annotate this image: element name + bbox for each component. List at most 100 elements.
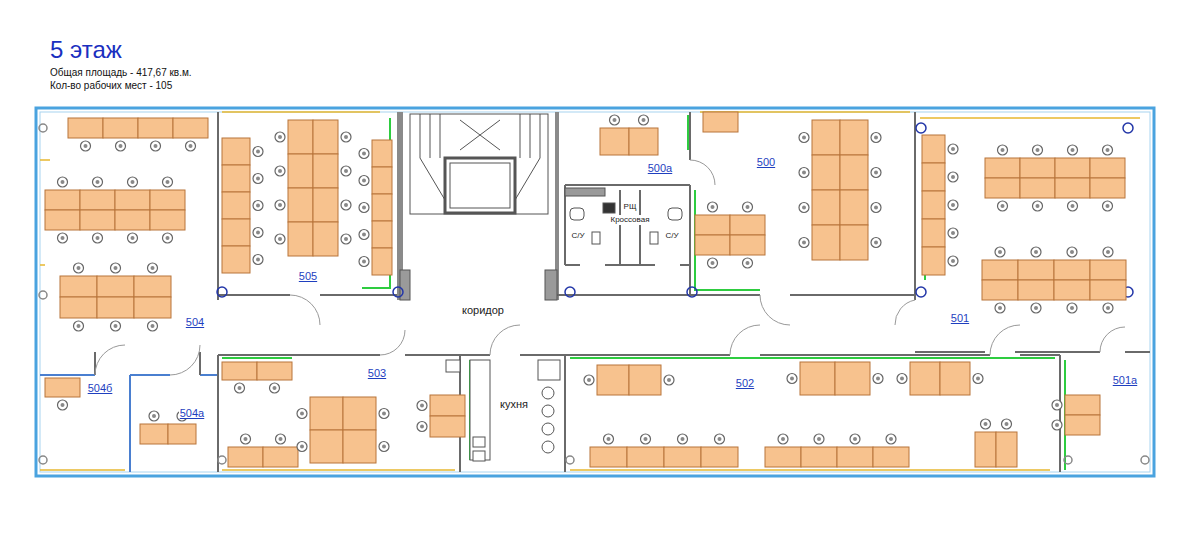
chair bbox=[341, 200, 351, 210]
chair bbox=[241, 434, 251, 444]
room-number: 501а bbox=[1112, 374, 1138, 387]
chair-seat bbox=[359, 257, 369, 267]
chair-seat bbox=[871, 238, 881, 248]
chair bbox=[275, 234, 285, 244]
chair-seat bbox=[417, 422, 427, 432]
desk bbox=[590, 447, 627, 467]
chair bbox=[743, 258, 753, 268]
chair-seat bbox=[708, 258, 718, 268]
desk bbox=[222, 246, 250, 273]
desk bbox=[430, 395, 465, 416]
desk bbox=[975, 432, 996, 467]
desk bbox=[695, 215, 730, 235]
chair-seat bbox=[253, 147, 263, 157]
chair-seat bbox=[799, 238, 809, 248]
chair-seat bbox=[1031, 303, 1041, 313]
chair-hub bbox=[166, 236, 170, 240]
cabinet bbox=[538, 360, 560, 380]
chair-seat bbox=[111, 263, 121, 273]
wall bbox=[218, 354, 1060, 356]
chair-seat bbox=[948, 256, 958, 266]
chair bbox=[998, 145, 1008, 155]
chair-seat bbox=[1031, 247, 1041, 257]
chair-hub bbox=[951, 175, 955, 179]
desk bbox=[97, 297, 134, 318]
chair bbox=[253, 201, 263, 211]
desk bbox=[840, 190, 868, 225]
desk bbox=[263, 447, 298, 467]
counter bbox=[470, 360, 490, 460]
chair-seat bbox=[186, 141, 196, 151]
chair-hub bbox=[77, 324, 81, 328]
chair bbox=[1052, 420, 1062, 430]
chair-hub bbox=[151, 266, 155, 270]
desk bbox=[910, 362, 940, 395]
desk bbox=[812, 120, 840, 155]
desk bbox=[313, 120, 338, 154]
wall bbox=[217, 112, 219, 300]
chair-seat bbox=[708, 202, 718, 212]
chair bbox=[116, 141, 126, 151]
fixture bbox=[542, 387, 554, 399]
desk bbox=[288, 222, 313, 256]
desk bbox=[222, 165, 250, 192]
chair bbox=[799, 203, 809, 213]
chair-hub bbox=[802, 206, 806, 210]
chair-hub bbox=[256, 150, 260, 154]
chair-hub bbox=[362, 152, 366, 156]
sanitary bbox=[570, 203, 682, 244]
desk bbox=[840, 120, 868, 155]
column bbox=[565, 287, 575, 297]
chair bbox=[1068, 145, 1078, 155]
chair-hub bbox=[853, 437, 857, 441]
chair bbox=[708, 202, 718, 212]
chair-hub bbox=[1071, 204, 1075, 208]
room-number: 505 bbox=[298, 270, 318, 283]
desk bbox=[372, 221, 392, 248]
chair-seat bbox=[948, 200, 958, 210]
sink bbox=[650, 232, 658, 244]
chair-hub bbox=[420, 425, 424, 429]
chair-seat bbox=[1002, 419, 1012, 429]
chair-seat bbox=[297, 409, 307, 419]
chair bbox=[1033, 201, 1043, 211]
chair-hub bbox=[1070, 306, 1074, 310]
chair-hub bbox=[273, 386, 277, 390]
chair-seat bbox=[74, 263, 84, 273]
chair-seat bbox=[379, 409, 389, 419]
wall bbox=[565, 185, 690, 265]
chair-seat bbox=[998, 145, 1008, 155]
chair-seat bbox=[58, 233, 68, 243]
chair bbox=[253, 228, 263, 238]
chair-seat bbox=[641, 434, 651, 444]
wall bbox=[557, 294, 915, 296]
chair bbox=[93, 233, 103, 243]
chair-seat bbox=[1068, 145, 1078, 155]
chair bbox=[253, 147, 263, 157]
chair-hub bbox=[790, 377, 794, 381]
desk bbox=[1020, 158, 1055, 178]
chair-hub bbox=[667, 378, 671, 382]
chair bbox=[74, 321, 84, 331]
chair-hub bbox=[587, 378, 591, 382]
chair bbox=[610, 115, 620, 125]
chair-seat bbox=[116, 141, 126, 151]
desk bbox=[68, 118, 103, 138]
chair bbox=[871, 168, 881, 178]
chair bbox=[151, 141, 161, 151]
stair-well bbox=[410, 114, 548, 214]
elevator-inner bbox=[450, 163, 510, 208]
chair-hub bbox=[420, 404, 424, 408]
desk bbox=[97, 276, 134, 297]
chair-hub bbox=[256, 204, 260, 208]
chair bbox=[163, 233, 173, 243]
chair-hub bbox=[166, 180, 170, 184]
chair-hub bbox=[607, 437, 611, 441]
chair-seat bbox=[664, 375, 674, 385]
wall bbox=[915, 351, 1150, 353]
chair bbox=[417, 422, 427, 432]
chair bbox=[417, 401, 427, 411]
chair-seat bbox=[1103, 303, 1113, 313]
column bbox=[566, 456, 574, 464]
chair-seat bbox=[253, 255, 263, 265]
